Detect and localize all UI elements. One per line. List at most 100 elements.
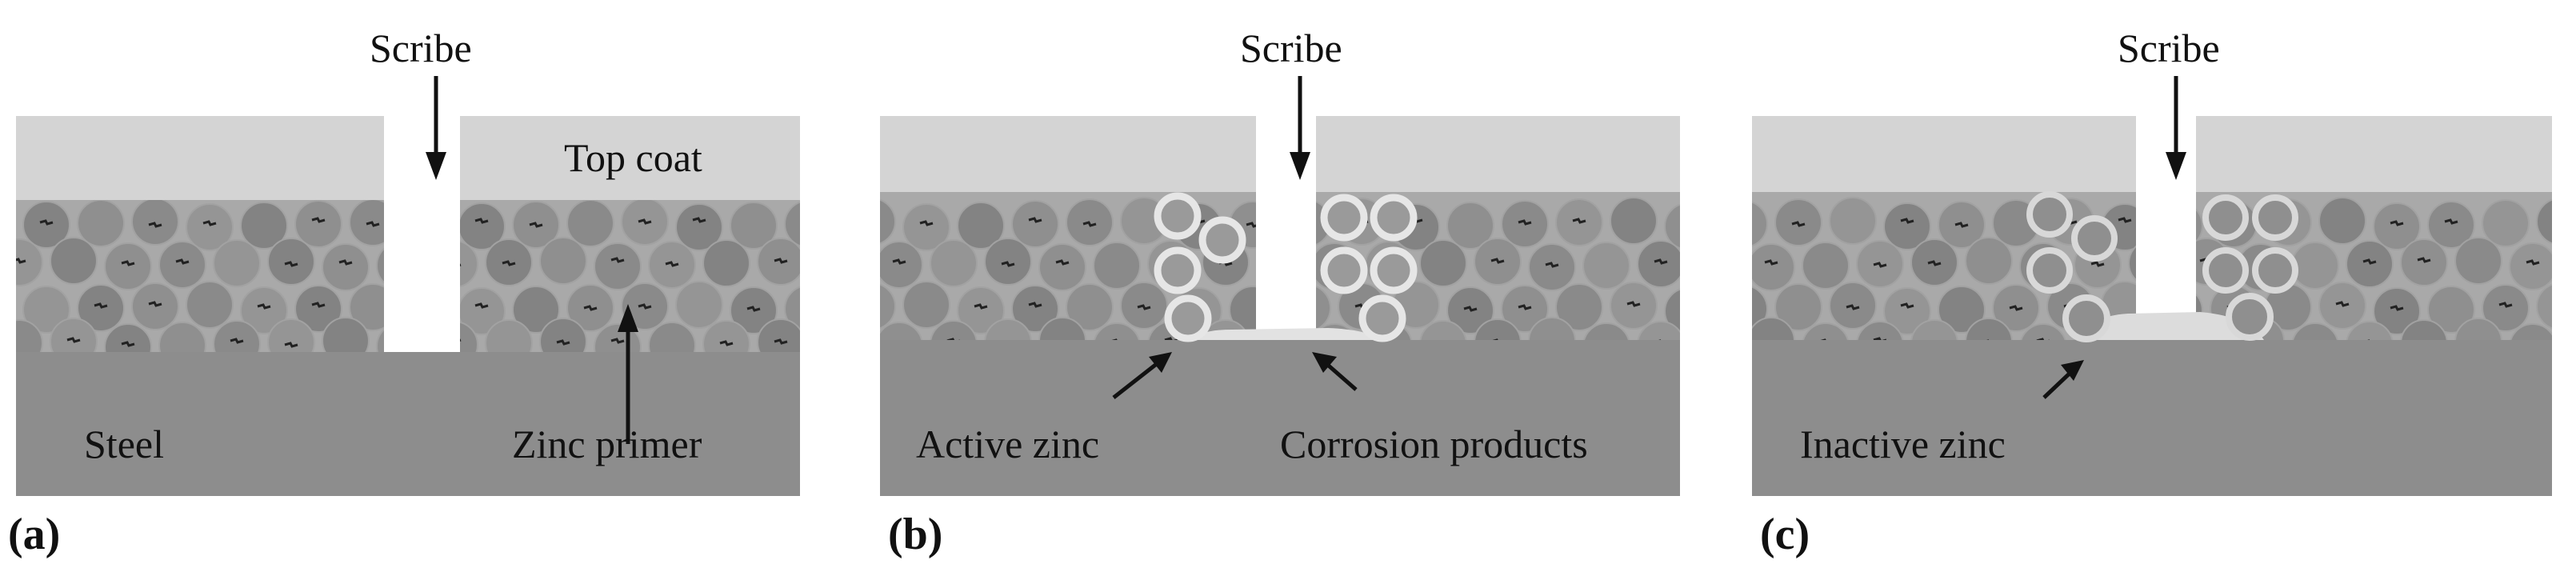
particle-mark <box>474 218 489 224</box>
inactive-zinc-label: Inactive zinc <box>1800 422 2006 466</box>
particle-mark <box>230 338 244 344</box>
particle-mark <box>1001 261 1015 267</box>
zinc-particle <box>2536 282 2552 330</box>
zinc-particle <box>2509 323 2552 340</box>
particle-mark <box>1164 337 1178 340</box>
panel-label-b: (b) <box>888 510 943 559</box>
zinc-particle <box>1883 287 1931 335</box>
particle-mark <box>610 338 625 344</box>
particle-mark <box>175 258 190 265</box>
zinc-particle <box>1752 317 1795 340</box>
zinc-particle <box>0 203 15 250</box>
corrosion-products-arrow <box>1312 352 1337 373</box>
zinc-particle <box>158 241 206 289</box>
particle-mark <box>692 217 706 223</box>
particle-mark <box>257 303 271 310</box>
scribe-groove <box>2136 116 2196 340</box>
zinc-particle <box>1774 283 1822 331</box>
particle-mark <box>1490 258 1505 264</box>
zinc-particle <box>2019 323 2067 340</box>
zinc-particle <box>1610 197 1658 245</box>
particle-mark <box>94 302 108 309</box>
zinc-particle <box>984 318 1032 340</box>
particle-mark <box>284 261 298 267</box>
zinc-particle <box>757 238 800 286</box>
zinc-particle <box>485 319 533 352</box>
zinc-particle <box>2482 284 2530 332</box>
zinc-particle <box>131 200 179 246</box>
zinc-particle <box>213 320 261 352</box>
zinc-particle <box>2454 318 2502 340</box>
zinc-particle <box>539 237 587 285</box>
particle-mark <box>1028 217 1042 223</box>
zinc-particle <box>2427 286 2475 334</box>
scribe-label: Scribe <box>2118 26 2220 70</box>
zinc-particle <box>104 323 152 352</box>
zinc-particle <box>1011 285 1059 333</box>
zinc-particle <box>1965 318 2013 340</box>
zinc-particle <box>240 286 288 334</box>
panel-label-c: (c) <box>1760 510 1810 559</box>
particle-mark <box>1082 221 1097 227</box>
zinc-particle <box>2291 322 2339 340</box>
particle-mark <box>2090 261 2105 267</box>
particle-mark <box>2498 302 2513 308</box>
corrosion-products-deposit <box>1192 328 1380 340</box>
particle-mark <box>1764 259 1778 266</box>
zinc-particle <box>930 239 978 287</box>
zinc-particle <box>1555 283 1603 331</box>
particle-mark <box>1873 337 1887 340</box>
zinc-particle <box>784 285 800 333</box>
particle-mark <box>919 220 934 226</box>
zinc-particle <box>2482 199 2530 247</box>
zinc-particle <box>322 317 370 352</box>
zinc-particle <box>1093 322 1141 340</box>
zinc-particle <box>2318 197 2366 245</box>
zinc-particle <box>784 200 800 248</box>
scribe-groove <box>384 116 460 352</box>
particle-mark <box>1572 218 1586 224</box>
zinc-particle <box>1038 317 1086 340</box>
zinc-particle <box>594 242 642 290</box>
particle-mark <box>311 217 326 223</box>
zinc-particle <box>2427 201 2475 249</box>
panel-c: Scribe Inactive zinc (c) <box>1752 0 2552 588</box>
zinc-particle <box>1829 197 1877 245</box>
active-zinc-label: Active zinc <box>916 422 1100 466</box>
particle-mark <box>1900 218 1914 224</box>
steel-label: Steel <box>84 422 164 466</box>
zinc-particle <box>2400 319 2448 340</box>
zinc-particle <box>957 286 1005 334</box>
panel-b-diagram <box>880 76 1680 496</box>
zinc-particle <box>1910 319 1958 340</box>
scribe-arrow <box>426 152 446 180</box>
particle-mark <box>1626 301 1641 307</box>
particle-mark <box>556 339 570 346</box>
zinc-particle <box>322 243 370 291</box>
zinc-particle <box>675 281 723 329</box>
particle-mark <box>610 257 625 263</box>
zinc-particle <box>294 285 342 333</box>
zinc-particle <box>1802 322 1850 340</box>
particle-mark <box>1545 262 1559 268</box>
particle-mark <box>1137 304 1151 310</box>
particle-mark <box>1873 262 1887 268</box>
zinc-particle <box>675 203 723 251</box>
zinc-particle <box>1752 285 1768 333</box>
particle-mark <box>121 341 135 347</box>
zinc-particle <box>1093 242 1141 290</box>
zinc-primer-label: Zinc primer <box>512 422 702 466</box>
zinc-particle <box>2454 237 2502 285</box>
zinc-particle <box>1474 318 1522 340</box>
zinc-particle <box>2373 287 2421 335</box>
particle-mark <box>774 258 788 264</box>
zinc-particle <box>1446 202 1494 250</box>
particle-mark <box>284 342 298 348</box>
zinc-particle <box>880 322 923 340</box>
zinc-particle <box>512 286 560 334</box>
top-coat-right <box>2196 116 2552 192</box>
panel-label-a: (a) <box>8 510 61 559</box>
zinc-particle <box>16 319 43 352</box>
zinc-particle <box>240 202 288 250</box>
particle-mark <box>66 337 81 343</box>
